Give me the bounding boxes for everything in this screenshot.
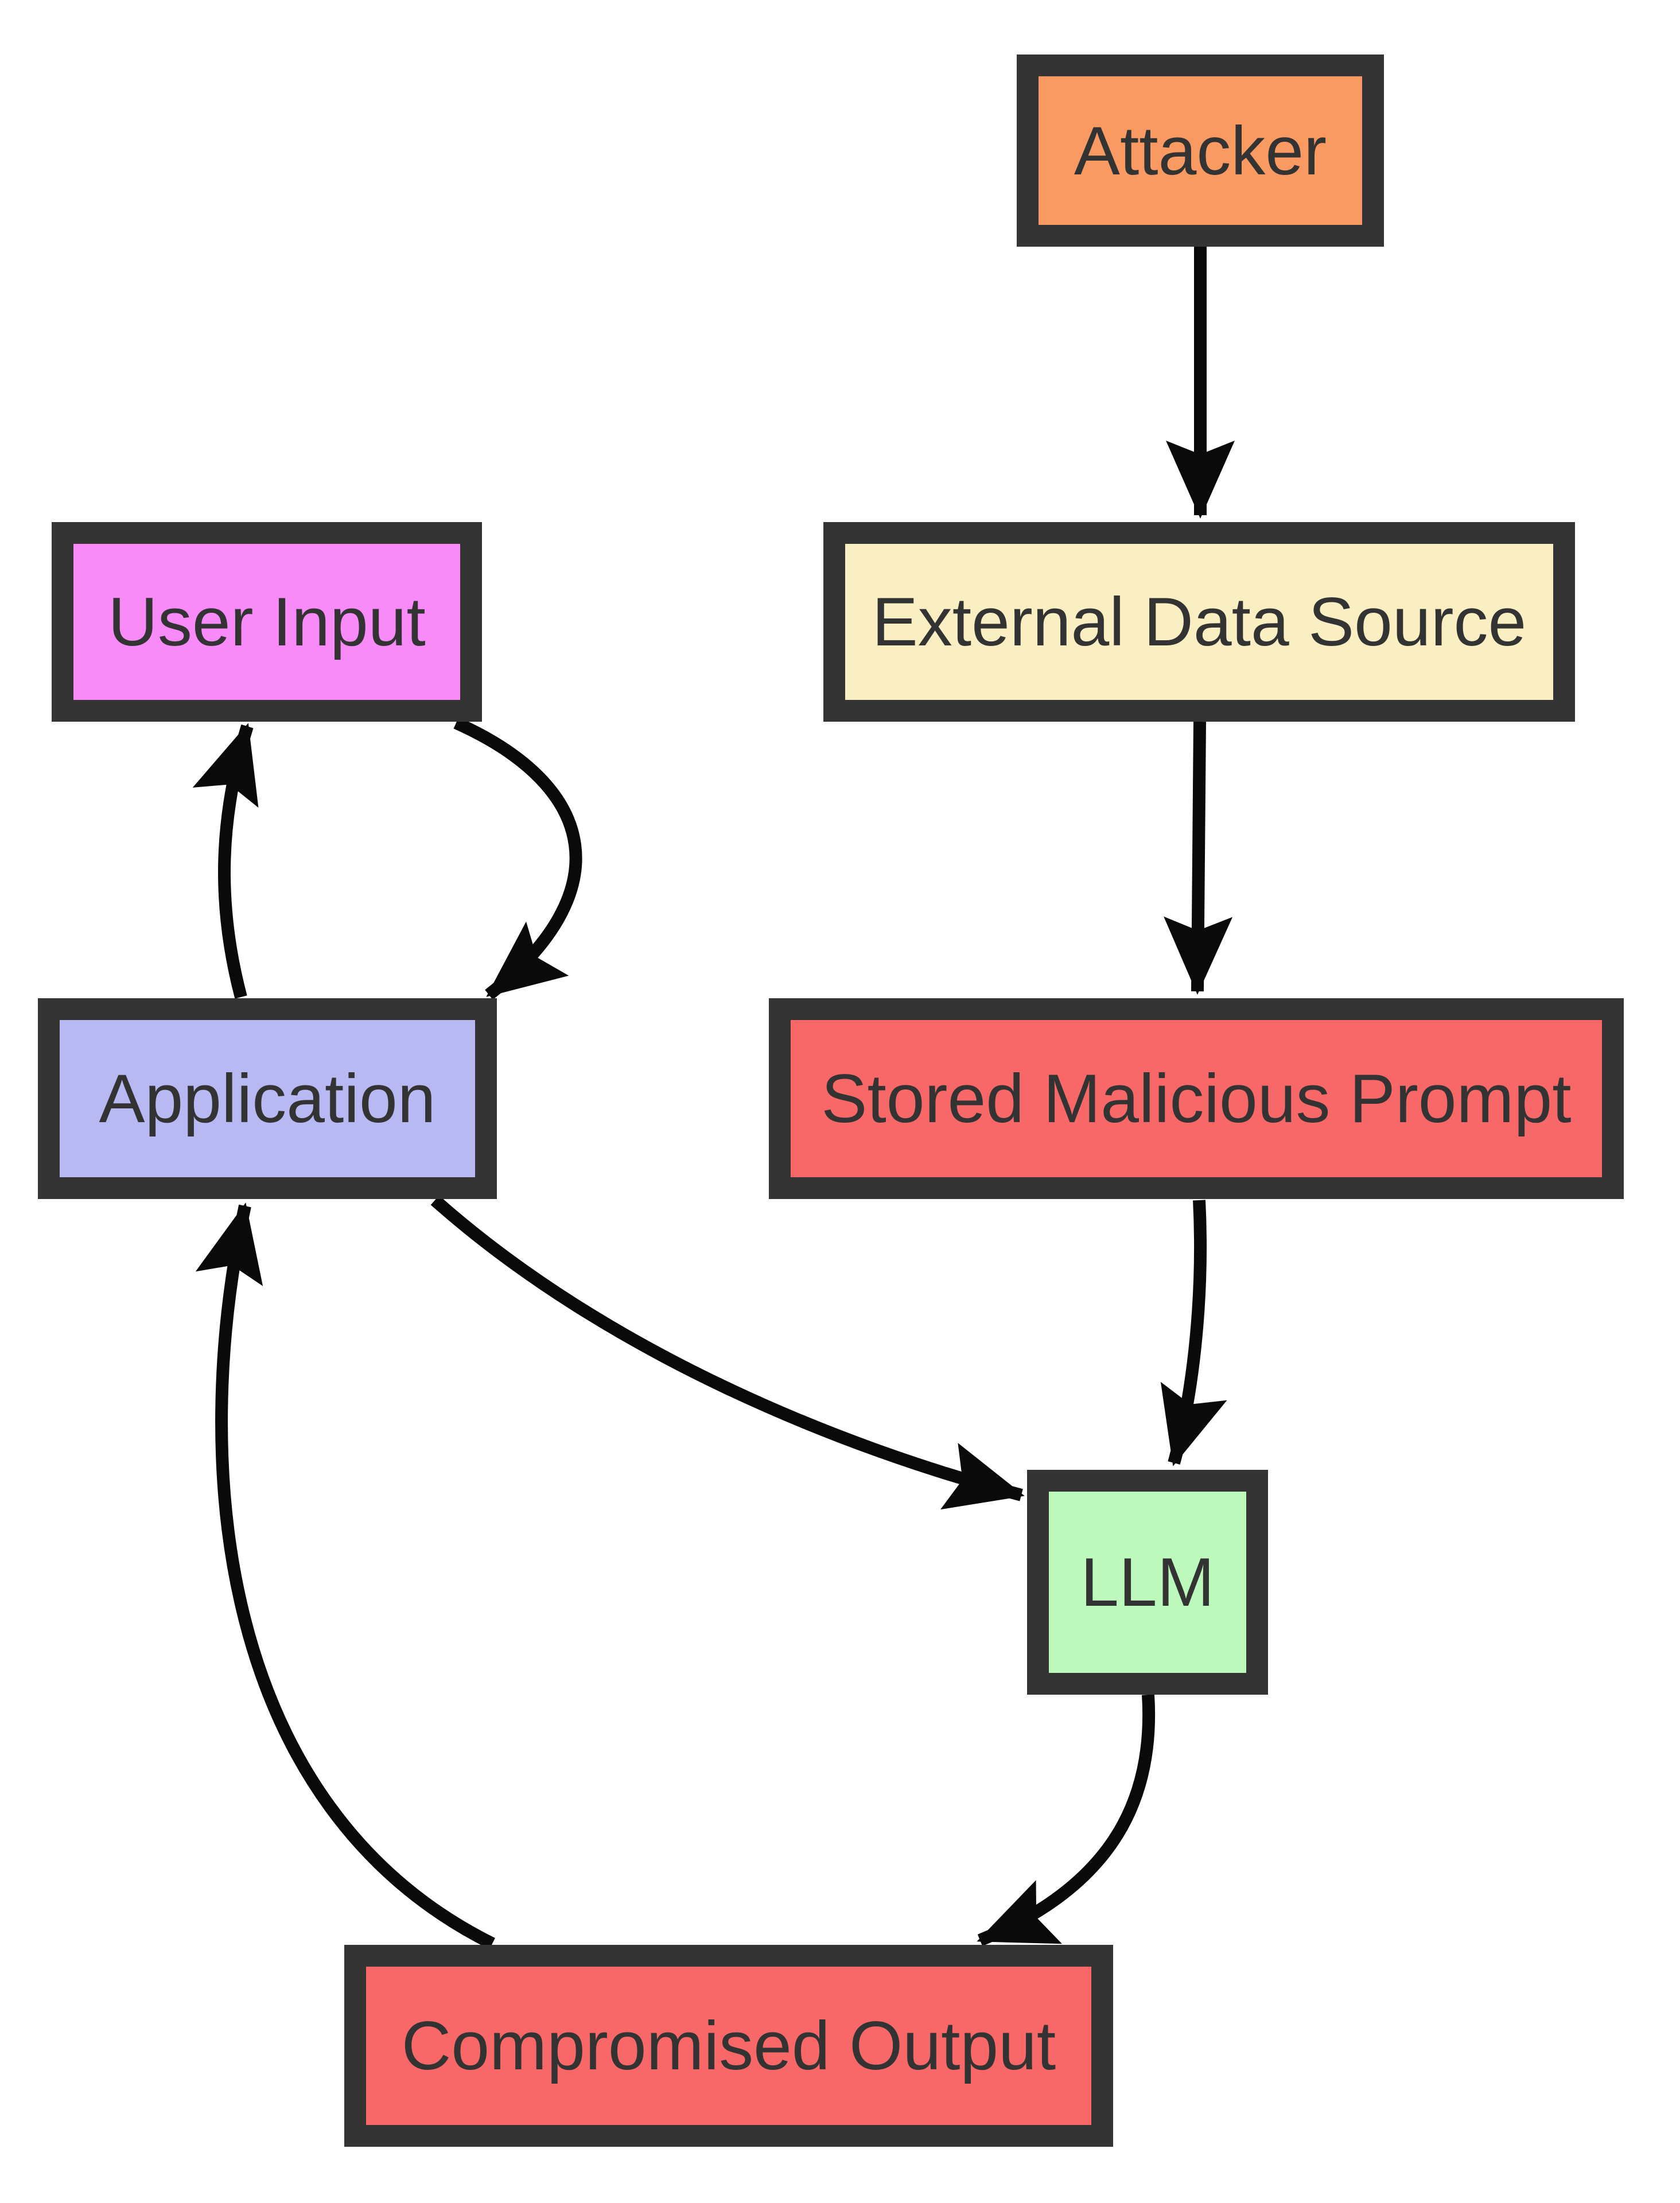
node-user-input-label: User Input xyxy=(108,583,426,660)
node-application: Application xyxy=(38,998,497,1199)
node-compromised-output: Compromised Output xyxy=(344,1945,1113,2147)
node-user-input: User Input xyxy=(52,522,482,722)
node-external-data-source: External Data Source xyxy=(823,522,1575,722)
edge-user-input-to-application xyxy=(453,717,582,1000)
node-attacker: Attacker xyxy=(1017,55,1384,247)
edge-application-to-llm xyxy=(430,1195,1025,1510)
node-external-data-source-label: External Data Source xyxy=(872,583,1527,660)
edge-application-to-user-input xyxy=(192,723,259,999)
edge-llm-to-compromised-output xyxy=(977,1694,1156,1947)
edge-stored-malicious-prompt-to-llm xyxy=(1160,1200,1227,1466)
edge-external-data-source-to-stored-malicious-prompt xyxy=(1164,721,1233,995)
edge-compromised-output-to-application xyxy=(195,1202,495,1949)
node-llm-label: LLM xyxy=(1080,1544,1215,1621)
node-stored-malicious-prompt: Stored Malicious Prompt xyxy=(769,998,1624,1199)
node-application-label: Application xyxy=(99,1060,436,1137)
node-llm: LLM xyxy=(1027,1470,1268,1695)
node-stored-malicious-prompt-label: Stored Malicious Prompt xyxy=(821,1060,1572,1137)
node-attacker-label: Attacker xyxy=(1074,112,1327,189)
node-compromised-output-label: Compromised Output xyxy=(401,2007,1056,2084)
